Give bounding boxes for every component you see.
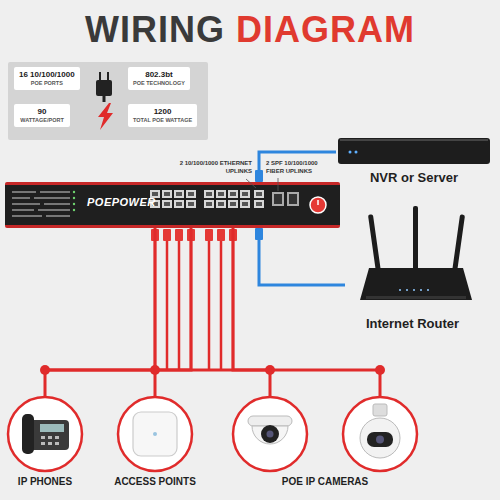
cable-link bbox=[45, 228, 155, 396]
spec-value: 802.3bt bbox=[133, 70, 185, 80]
poe-cables bbox=[155, 240, 233, 370]
cable-link bbox=[259, 228, 345, 285]
circle-label: ACCESS POINTS bbox=[114, 476, 196, 488]
spec-panel bbox=[8, 62, 208, 140]
device-label: Internet Router bbox=[345, 316, 480, 332]
diagram-title: WIRING DIAGRAM bbox=[0, 8, 500, 51]
router-box: Internet Router bbox=[345, 206, 480, 336]
spec-cell: 90WATTAGE/PORT bbox=[14, 104, 70, 127]
device-circle: IP PHONES bbox=[7, 396, 83, 472]
spec-cell: 16 10/100/1000POE PORTS bbox=[14, 67, 80, 90]
device-circle: POE IP CAMERAS bbox=[232, 396, 308, 472]
poe-switch: POEPOWER bbox=[5, 182, 340, 228]
cable-link bbox=[155, 228, 191, 396]
spec-caption: WATTAGE/PORT bbox=[19, 117, 65, 124]
callout-label: 2 SPF 10/100/1000 FIBER UPLINKS bbox=[266, 160, 332, 175]
phone-icon bbox=[22, 414, 69, 454]
router-device bbox=[360, 206, 472, 300]
spec-value: 90 bbox=[19, 107, 65, 117]
callout-label: 2 10/100/1000 ETHERNET UPLINKS bbox=[176, 160, 252, 175]
device-circle: ACCESS POINTS bbox=[117, 396, 193, 472]
switch-device bbox=[5, 182, 340, 228]
leader-line bbox=[278, 178, 279, 191]
switch-label: POEPOWER bbox=[87, 196, 156, 209]
title-word: DIAGRAM bbox=[236, 9, 415, 50]
title-bar: WIRING DIAGRAM bbox=[0, 8, 500, 51]
title-word: WIRING bbox=[85, 9, 236, 50]
device-label: NVR or Server bbox=[336, 170, 492, 186]
plug-icon bbox=[96, 72, 113, 130]
spec-cell: 802.3btPOE TECHNOLOGY bbox=[128, 67, 190, 90]
nvr-box: NVR or Server bbox=[336, 136, 492, 192]
spec-caption: POE PORTS bbox=[19, 80, 75, 87]
spec-cell: 1200TOTAL POE WATTAGE bbox=[128, 104, 197, 127]
cable-link bbox=[259, 152, 336, 182]
nvr-device bbox=[338, 138, 490, 164]
dome-camera-icon bbox=[248, 416, 292, 444]
ptz-camera-icon bbox=[360, 404, 400, 458]
circle-label: IP PHONES bbox=[18, 476, 72, 488]
cable-link bbox=[233, 228, 270, 396]
leader-line bbox=[246, 179, 256, 188]
spec-value: 1200 bbox=[133, 107, 192, 117]
device-circles bbox=[8, 397, 417, 471]
callout-box: 2 SPF 10/100/1000 FIBER UPLINKS bbox=[266, 160, 332, 175]
spec-value: 16 10/100/1000 bbox=[19, 70, 75, 80]
spec-caption: TOTAL POE WATTAGE bbox=[133, 117, 192, 124]
circle-label: POE IP CAMERAS bbox=[282, 476, 369, 488]
spec-caption: POE TECHNOLOGY bbox=[133, 80, 185, 87]
cable-plugs bbox=[151, 229, 237, 241]
callout-box: 2 10/100/1000 ETHERNET UPLINKS bbox=[176, 160, 252, 175]
access-point-icon bbox=[133, 412, 177, 456]
